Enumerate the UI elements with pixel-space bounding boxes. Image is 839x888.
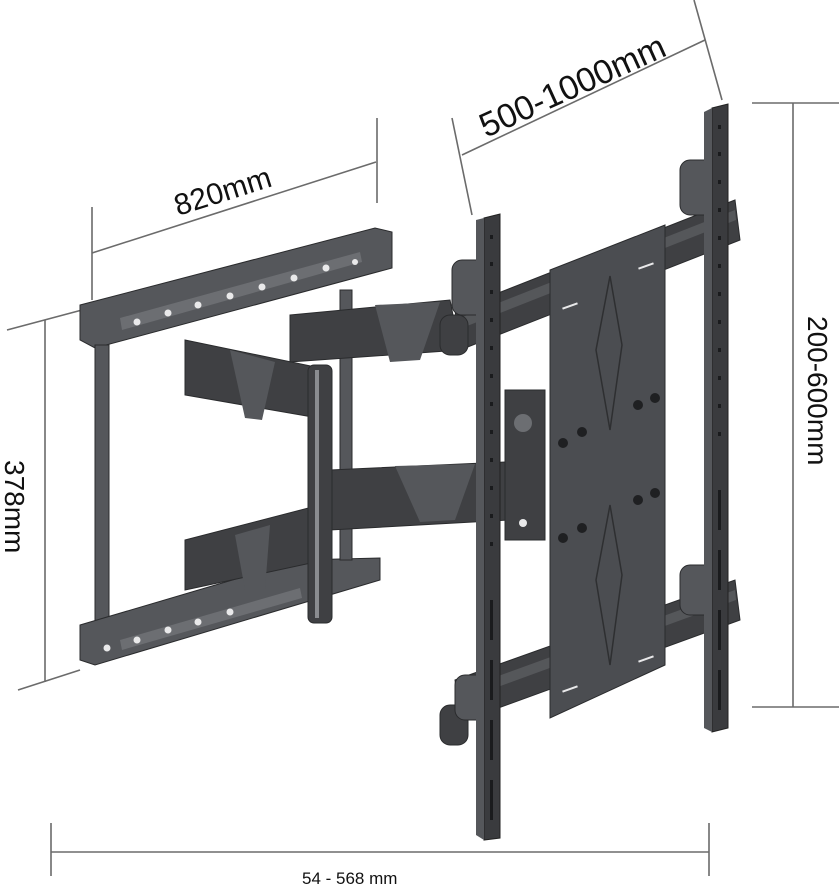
vertical-rail-left [476, 213, 501, 841]
dimension-378-lines [6, 309, 83, 691]
dimension-820-lines [91, 118, 378, 300]
arms [184, 299, 546, 624]
dimension-500-1000-label: 500-1000mm [474, 28, 672, 146]
dimension-extension-lines [50, 823, 710, 876]
wall-plate [79, 227, 393, 666]
dimension-extension-label: 54 - 568 mm [302, 869, 397, 888]
dimension-200-600-label: 200-600mm [802, 316, 833, 465]
dimension-500-1000-lines [451, 0, 723, 216]
dimension-378-label: 378mm [0, 460, 30, 553]
vertical-rail-right [704, 103, 729, 733]
dimension-200-600-lines [752, 102, 839, 708]
dimension-820-label: 820mm [170, 161, 275, 223]
rail-holes [490, 125, 721, 820]
vesa-plate [549, 224, 666, 719]
